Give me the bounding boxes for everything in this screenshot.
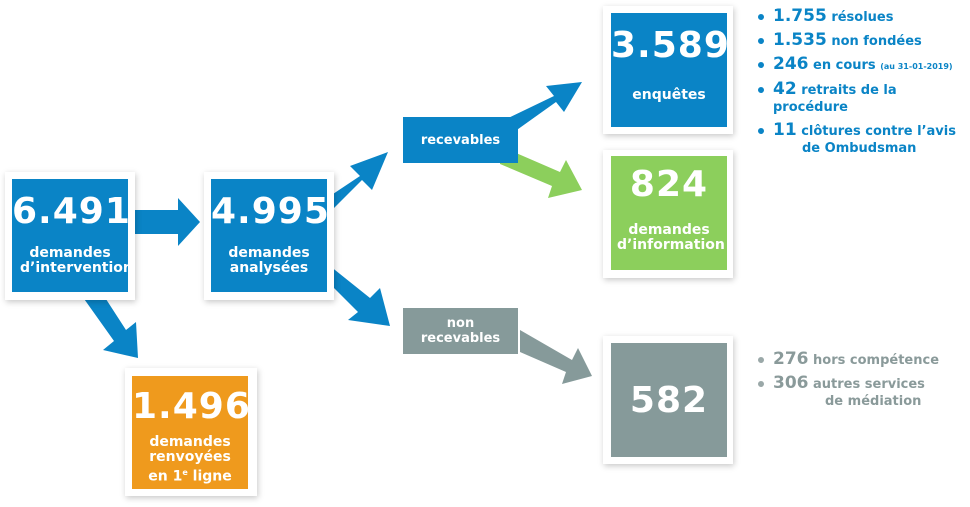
information-label: demandes d’information [617,222,725,253]
breakdown-item-en-cours: 246 en cours (au 31-01-2019) [757,56,969,75]
bullet-dot [758,62,764,68]
breakdown-item-clotures: 11 clôtures contre l’avis de Ombudsman [757,122,969,157]
arrow-recevables-to-information [500,146,582,198]
arrow-analysees-to-non-recevables [330,266,390,326]
breakdown-text: retraits de la procédure [773,83,897,115]
breakdown-text-2: de médiation [825,394,922,409]
breakdown-text: en cours [813,58,876,73]
information-box: 824 demandes d’information [611,156,727,270]
breakdown-value: 11 [773,120,797,140]
renvoyees-label-sup: e [182,468,188,477]
bullet-dot [758,38,764,44]
renvoyees-box: 1.496 demandes renvoyées en 1e ligne [132,376,251,489]
bullet-dot [758,128,764,134]
bullet-dot [758,14,764,20]
analysees-value: 4.995 [211,191,330,232]
breakdown-value: 1.535 [773,30,827,50]
enquetes-breakdown-list: 1.755 résolues 1.535 non fondées 246 en … [757,8,969,163]
non-rec-total-box: 582 [611,343,727,457]
enquetes-label: enquêtes [632,87,706,103]
breakdown-text: non fondées [831,34,922,49]
arrow-recevables-to-enquetes [500,82,582,142]
breakdown-text: résolues [831,10,894,25]
breakdown-item-resolues: 1.755 résolues [757,8,969,26]
bullet-dot [758,87,764,93]
arrow-analysees-to-recevables [330,152,388,212]
enquetes-value: 3.589 [611,25,730,66]
renvoyees-label-1: demandes [149,434,231,450]
intervention-value: 6.491 [12,191,131,232]
breakdown-item-retraits: 42 retraits de la procédure [757,81,969,116]
breakdown-text-2: de Ombudsman [802,141,917,156]
analysees-label: demandes analysées [228,245,310,276]
breakdown-item-autres-services: 306 autres services de médiation [757,375,969,410]
non-recevables-breakdown-list: 276 hors compétence 306 autres services … [757,351,969,416]
renvoyees-label-2: renvoyées [149,449,231,465]
breakdown-value: 306 [773,373,809,393]
renvoyees-label-3: en 1e ligne [148,468,232,485]
breakdown-value: 276 [773,349,809,369]
breakdown-text: clôtures contre l’avis [801,124,956,139]
information-value: 824 [629,164,709,205]
breakdown-item-non-fondees: 1.535 non fondées [757,32,969,50]
non-rec-total-value: 582 [629,379,709,421]
breakdown-note: (au 31-01-2019) [880,62,953,71]
breakdown-text: autres services [813,377,925,392]
breakdown-text: hors compétence [813,353,940,368]
breakdown-value: 246 [773,54,809,74]
breakdown-item-hors-competence: 276 hors compétence [757,351,969,369]
arrow-intervention-to-analysees [132,198,200,246]
non-recevables-tag: non recevables [403,308,518,354]
breakdown-value: 42 [773,79,797,99]
recevables-tag: recevables [403,117,518,163]
bullet-dot [758,357,764,363]
intervention-label: demandes d’intervention [20,245,133,276]
renvoyees-value: 1.496 [132,386,251,427]
bullet-dot [758,381,764,387]
arrow-intervention-to-renvoyees [82,296,138,358]
enquetes-box: 3.589 enquêtes [611,13,730,127]
breakdown-value: 1.755 [773,6,827,26]
arrow-non-recevables-to-582 [520,330,592,384]
intervention-box: 6.491 demandes d’intervention [12,179,133,292]
analysees-box: 4.995 demandes analysées [211,179,330,292]
